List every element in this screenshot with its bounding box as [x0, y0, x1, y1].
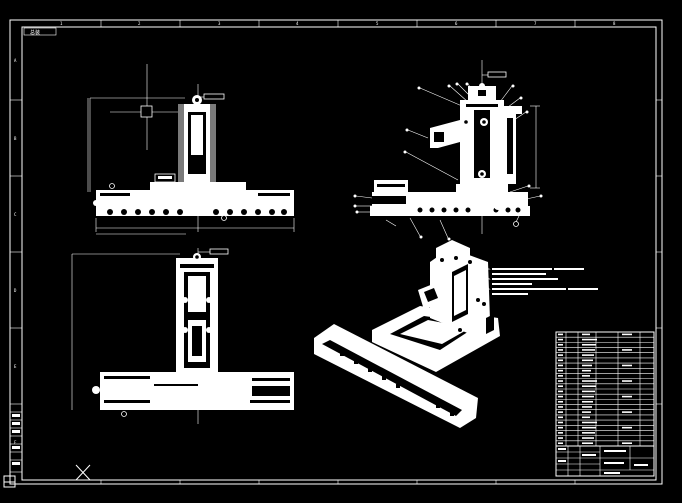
parts-list-cell	[558, 400, 563, 403]
zone-letter-b: B	[14, 136, 17, 141]
parts-list-cell	[558, 354, 563, 356]
parts-list-cell	[622, 395, 632, 398]
parts-list-cell	[558, 338, 563, 341]
parts-list-cell	[582, 375, 590, 377]
zone-letter-a: A	[14, 58, 17, 63]
drawing-code: 总装	[30, 29, 40, 36]
parts-list-cell	[582, 359, 593, 362]
parts-list-cell	[622, 333, 632, 336]
parts-list-cell	[558, 416, 563, 419]
parts-list-cell	[582, 343, 596, 346]
parts-list-cell	[582, 400, 593, 403]
parts-list-cell	[622, 426, 632, 429]
parts-list-cell	[582, 338, 597, 341]
zone-label-6: 6	[455, 21, 458, 26]
parts-list-cell	[558, 390, 563, 393]
parts-list-cell	[582, 406, 592, 408]
zone-letter-f: F	[14, 440, 17, 445]
parts-list-cell	[558, 406, 563, 408]
parts-list-cell	[558, 369, 563, 372]
parts-list-cell	[582, 390, 595, 393]
note-1: 1.	[488, 267, 492, 271]
parts-list-cell	[582, 333, 590, 336]
zone-letter-c: C	[14, 212, 17, 217]
parts-list-cell	[582, 385, 596, 388]
parts-list-cell	[558, 411, 563, 413]
isometric-view[interactable]	[314, 240, 500, 428]
parts-list-cell	[582, 421, 597, 424]
sheet-border: 1 2 3 4 5 6 7 8 A B C D E F 总装	[3, 19, 663, 488]
parts-list-cell	[622, 411, 632, 413]
front-view[interactable]	[87, 64, 295, 235]
parts-list-cell	[558, 426, 563, 429]
parts-list-cell	[582, 354, 594, 356]
note-3: 5.	[488, 287, 492, 291]
revision-strip	[9, 411, 23, 473]
note-2: 3.	[488, 277, 492, 281]
zone-label-8: 8	[613, 21, 616, 26]
parts-list-cell	[582, 432, 595, 434]
cross-mark	[75, 464, 91, 481]
parts-list-cell	[558, 437, 563, 439]
parts-list-cell	[582, 416, 590, 419]
zone-label-7: 7	[534, 21, 537, 26]
zone-label-5: 5	[376, 21, 379, 26]
parts-list-cell	[558, 442, 563, 445]
drawing-code-box	[23, 27, 57, 36]
parts-list-cell	[558, 385, 563, 388]
parts-list-cell	[558, 432, 563, 434]
parts-list-cell	[558, 343, 563, 346]
parts-list-cell	[622, 442, 632, 445]
parts-list-cell	[558, 421, 563, 424]
parts-list-cell	[582, 411, 591, 413]
parts-list-table	[555, 331, 655, 447]
parts-list-cell	[622, 349, 632, 351]
parts-list-cell	[582, 369, 591, 372]
zone-label-2: 2	[138, 21, 141, 26]
cursor-pickbox	[140, 105, 153, 118]
parts-list-cell	[582, 442, 593, 445]
parts-list-cell	[558, 395, 563, 398]
zone-letter-e: E	[14, 364, 17, 369]
parts-list-cell	[622, 380, 632, 382]
zone-label-1: 1	[60, 21, 63, 26]
parts-list-cell	[582, 349, 595, 351]
title-block	[555, 445, 655, 477]
parts-list-cell	[582, 395, 594, 398]
top-view[interactable]	[71, 248, 294, 424]
parts-list-cell	[558, 380, 563, 382]
parts-list-cell	[582, 437, 594, 439]
parts-list-cell	[558, 375, 563, 377]
parts-list-cell	[558, 333, 563, 336]
parts-list-cell	[582, 426, 596, 429]
parts-list-cell	[558, 349, 563, 351]
technical-notes: 1. 3. 5.	[488, 267, 598, 295]
zone-letter-d: D	[14, 288, 17, 293]
zone-label-4: 4	[296, 21, 299, 26]
parts-list-cell	[582, 380, 597, 382]
side-view[interactable]	[353, 60, 543, 241]
parts-list-cell	[582, 364, 592, 367]
zone-label-3: 3	[218, 21, 221, 26]
parts-list-cell	[558, 364, 563, 367]
parts-list-cell	[622, 364, 632, 367]
parts-list-cell	[558, 359, 563, 362]
